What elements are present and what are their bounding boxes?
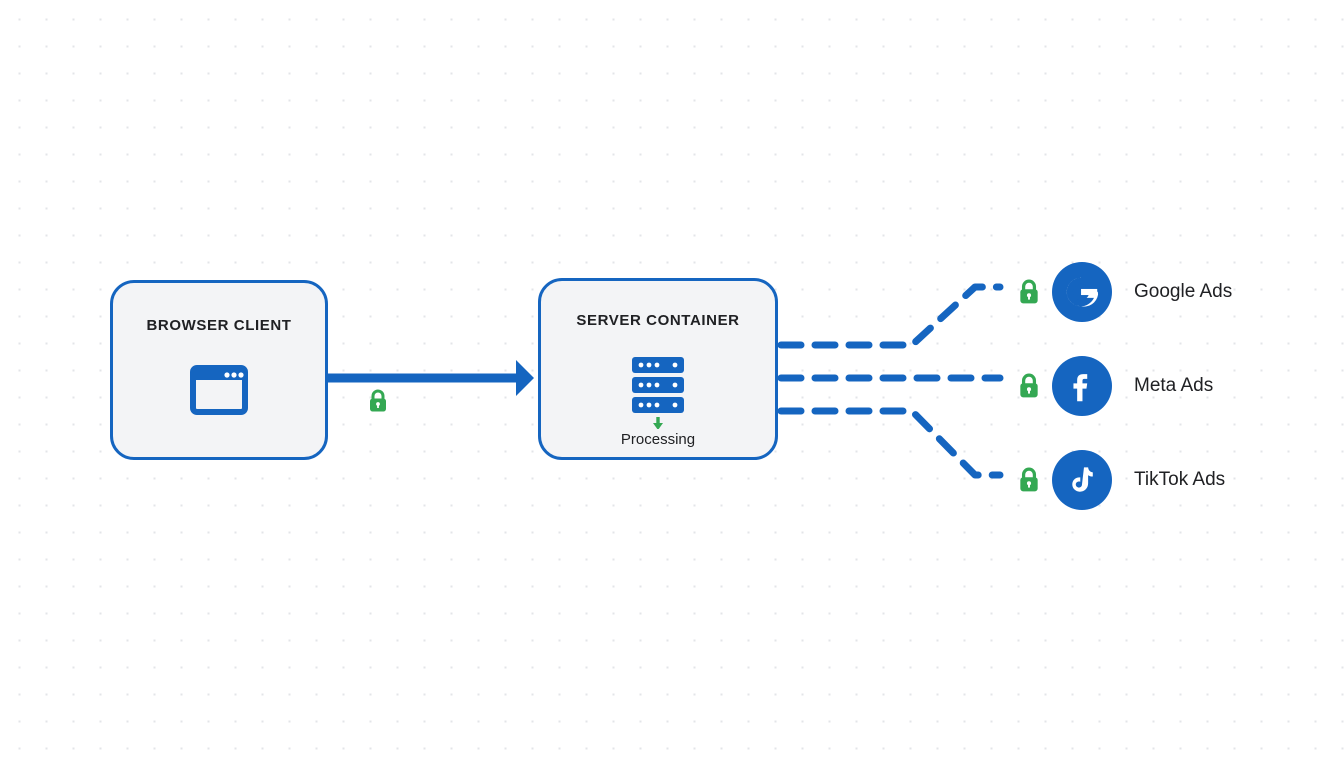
lock-icon-meta-ads bbox=[1006, 373, 1052, 399]
platform-row-meta-ads[interactable]: Meta Ads bbox=[1006, 356, 1213, 416]
lock-icon-tiktok-ads bbox=[1006, 467, 1052, 493]
connector-main-arrow bbox=[328, 360, 534, 396]
browser-window-icon bbox=[113, 365, 325, 415]
platform-label-google-ads: Google Ads bbox=[1134, 281, 1233, 302]
google-g-icon bbox=[1052, 262, 1112, 322]
lock-icon-main-connection bbox=[367, 389, 389, 418]
arrow-down-icon bbox=[653, 417, 663, 429]
connector-google-ads bbox=[777, 283, 1004, 349]
lock-icon-google-ads bbox=[1006, 279, 1052, 305]
platform-row-tiktok-ads[interactable]: TikTok Ads bbox=[1006, 450, 1225, 510]
tiktok-note-icon bbox=[1052, 450, 1112, 510]
server-container-title: SERVER CONTAINER bbox=[576, 312, 740, 329]
server-processing-label: Processing bbox=[620, 431, 696, 448]
facebook-f-icon bbox=[1052, 356, 1112, 416]
platform-row-google-ads[interactable]: Google Ads bbox=[1006, 262, 1232, 322]
server-rack-icon bbox=[541, 357, 775, 429]
platform-label-meta-ads: Meta Ads bbox=[1134, 375, 1214, 396]
node-server-container[interactable]: SERVER CONTAINER bbox=[538, 278, 778, 460]
platform-label-tiktok-ads: TikTok Ads bbox=[1134, 469, 1226, 490]
browser-client-title: BROWSER CLIENT bbox=[146, 317, 292, 334]
connector-tiktok-ads bbox=[777, 407, 1004, 479]
node-browser-client[interactable]: BROWSER CLIENT bbox=[110, 280, 328, 460]
